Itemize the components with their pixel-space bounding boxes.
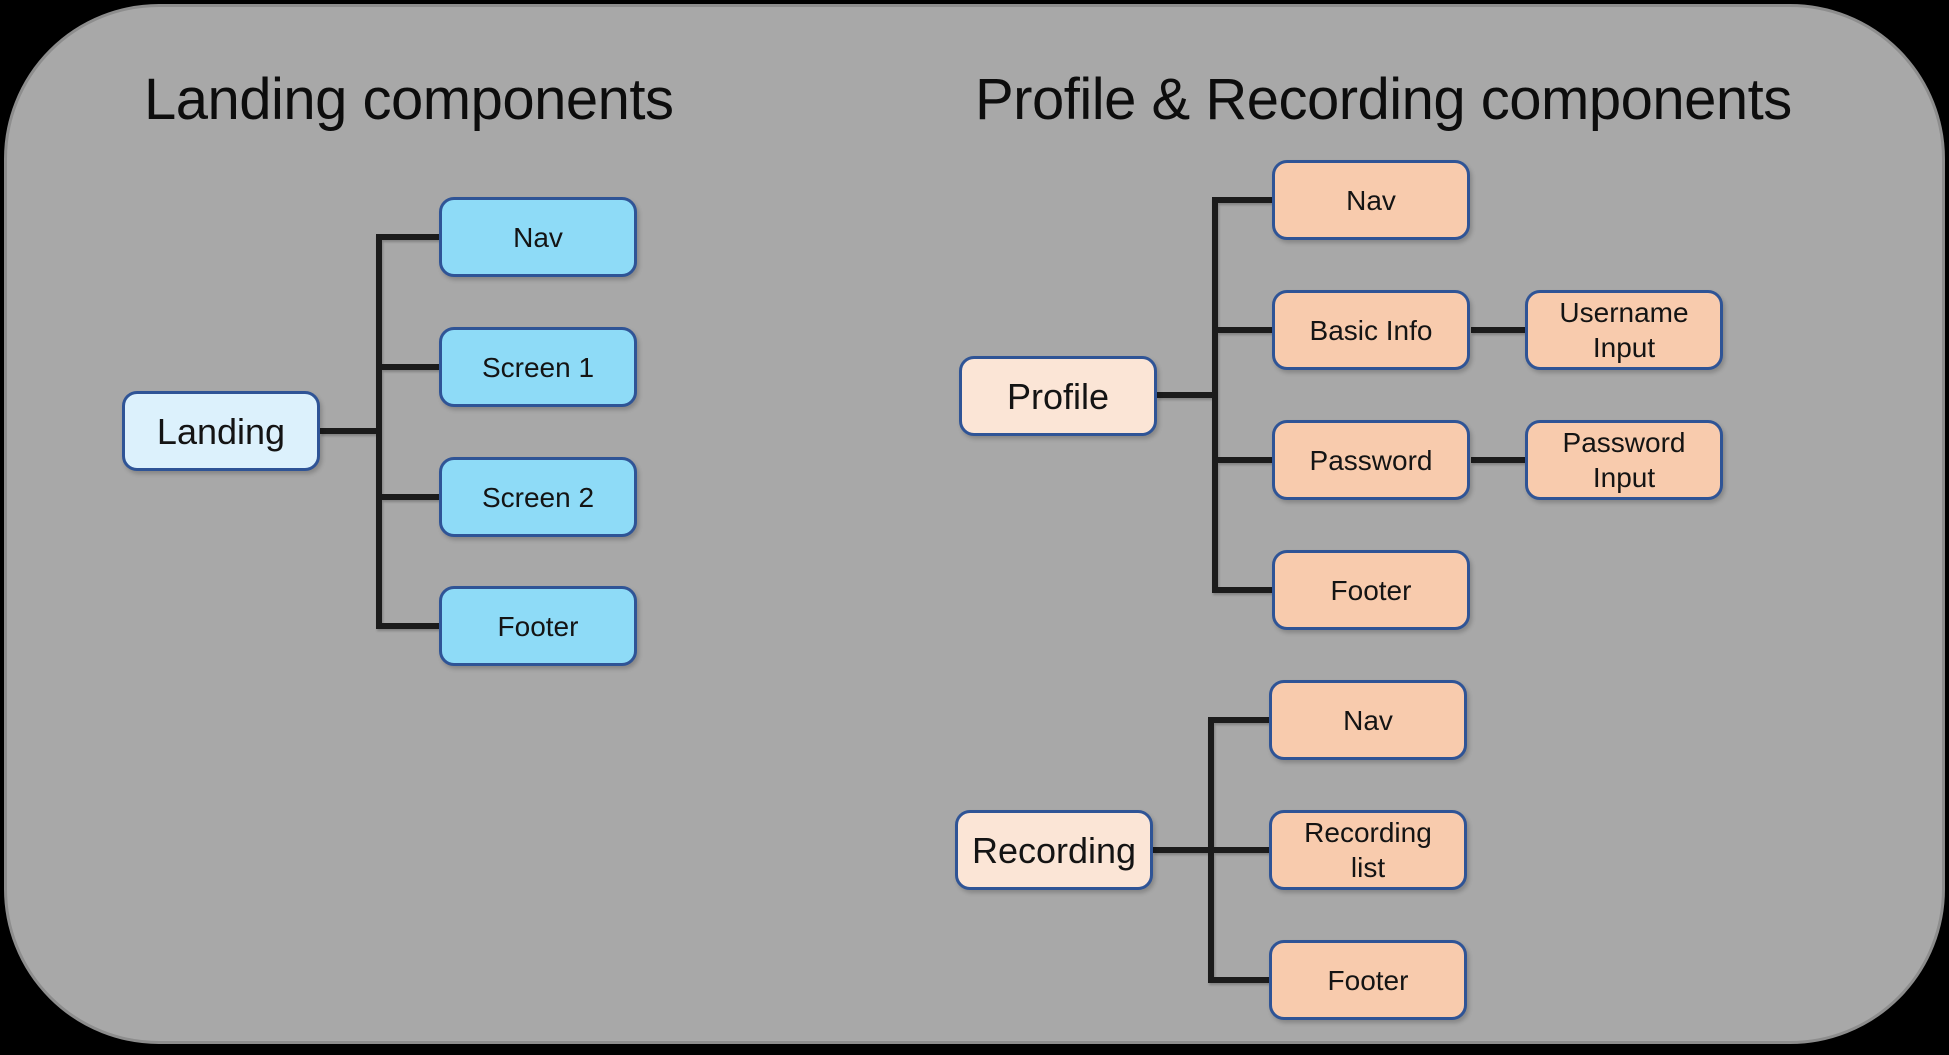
profile-tree-connector [1157, 197, 1272, 593]
node-recording-root: Recording [955, 810, 1153, 890]
profile-input-links [1471, 327, 1525, 463]
node-profile-footer: Footer [1272, 550, 1470, 630]
node-landing-footer: Footer [439, 586, 637, 666]
node-recording-nav: Nav [1269, 680, 1467, 760]
node-profile-nav: Nav [1272, 160, 1470, 240]
node-recording-footer: Footer [1269, 940, 1467, 1020]
diagram-panel: Landing components Profile & Recording c… [4, 4, 1945, 1044]
node-profile-root: Profile [959, 356, 1157, 436]
landing-tree-connector [320, 234, 439, 629]
node-landing-nav: Nav [439, 197, 637, 277]
profile-recording-title: Profile & Recording components [975, 67, 1792, 132]
node-password-input: Password Input [1525, 420, 1723, 500]
node-landing-screen1: Screen 1 [439, 327, 637, 407]
node-recording-list: Recording list [1269, 810, 1467, 890]
recording-tree-connector [1153, 717, 1269, 983]
node-profile-basic-info: Basic Info [1272, 290, 1470, 370]
node-username-input: Username Input [1525, 290, 1723, 370]
node-landing-screen2: Screen 2 [439, 457, 637, 537]
landing-title: Landing components [144, 67, 674, 132]
node-profile-password: Password [1272, 420, 1470, 500]
node-landing-root: Landing [122, 391, 320, 471]
connectors-layer [320, 197, 1525, 983]
